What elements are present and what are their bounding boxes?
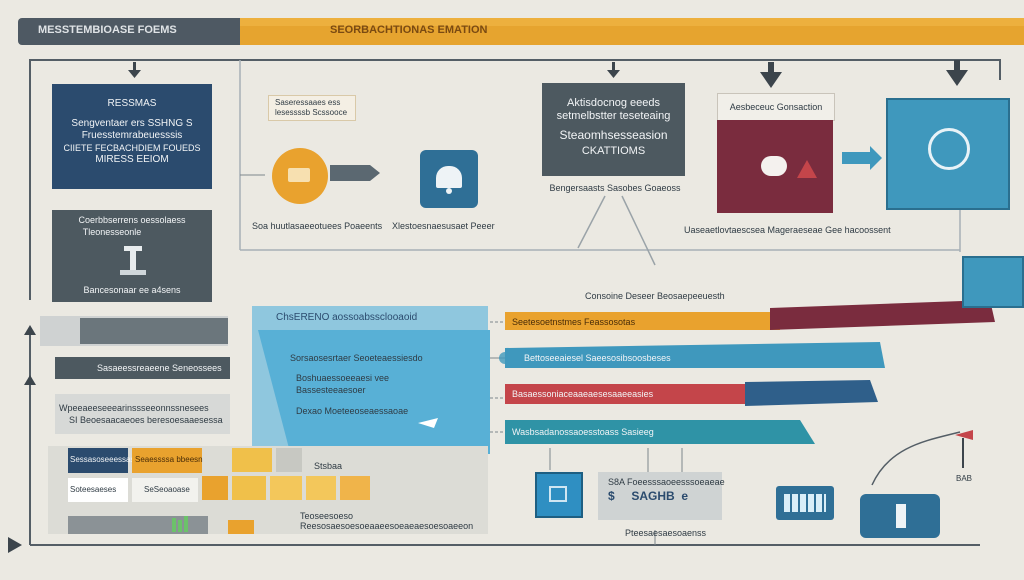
warning-icon [797,160,817,178]
grid-cell-label: Sessasoseeessas [70,455,135,464]
info-panel-line: Fruesstemrabeuesssis [81,130,183,141]
center-panel-line: Aktisdocnog eeeds [567,97,660,109]
note-card: Saseressaaes ess lesessssb Scssooce [268,95,356,121]
info-panel-line: MIRESS EEIOM [95,154,169,165]
flow-panel-item: Boshuaessoeeaesi vee [296,373,390,383]
grid-caption-line: Teoseesoeso [300,511,354,521]
bottom-caption: Pteesaesaesoaenss [625,528,707,538]
down-arrow-icon [128,60,968,88]
grid-cell-label: SeSeoaoase [144,485,190,494]
bar-label: Bettoseeaiesel Saeesosibsoosbeses [524,353,671,363]
list-item: Sasaeessreaeene Seneossees [55,357,230,379]
flow-panel-item: Sorsaosesrtaer Seoeteaessiesdo [290,353,423,363]
header-center-title: SEORBACHTIONAS EMATION [330,24,488,36]
red-panel-header: Aesbeceuc Gonsaction [717,93,835,121]
flow-panel-item: Bassesteeaesoer [296,385,366,395]
list-item-label: Wpeeaeeseeearinssseeonnssnesees [59,403,209,413]
grid-caption-line: Reesosaesoesoeaaeesoeaeaesoesoaeeon [300,521,474,531]
tool-panel-line: Tleonesseonle [82,227,142,237]
grid-cell [270,476,302,500]
arrow-tag-icon [330,165,380,181]
grid-cell [232,476,266,500]
center-panel-line: CKATTIOMS [581,145,646,157]
tool-panel-line: Coerbbserrens oessolaess [78,215,186,225]
grid-cell: Soteesaeses [68,478,128,502]
tools-icon [120,246,146,276]
center-panel-caption: Bengersaasts Sasobes Goaeoss [549,183,681,193]
red-panel-label: Aesbeceuc Gonsaction [729,102,823,112]
grid-cell-label: Seaessssa bbeesn [135,455,203,464]
stat-line: $ SAGHB e [608,489,689,503]
note-line: lesessssb Scssooce [275,108,348,117]
tool-panel: Coerbbserrens oessolaess Tleonesseonle B… [52,210,212,302]
grid-stat-label: Stsbaa [314,461,343,471]
info-panel-label: RESSMAS [107,98,157,109]
grid-cell [276,448,302,472]
tool-panel-caption: Bancesonaar ee a4sens [83,285,181,295]
monitor-icon [962,256,1024,308]
chart-icon [68,516,208,534]
bell-icon [420,150,478,208]
flow-panel-title: ChsERENO aossoabssclooaoid [276,312,418,323]
note-line: Saseressaaes ess [275,98,341,107]
grid-cell: Seaessssa bbeesn [132,448,203,473]
top-frame-line [29,59,1001,80]
flow-panel-item: Dexao Moeteeoseaessaoae [296,406,409,416]
header-left-title: MESSTEMBIOASE FOEMS [38,24,177,36]
red-panel-caption: Uaseaetlovtaescsea Mageraeseae Gee hacoo… [684,225,891,235]
header-left-bar [18,18,248,45]
grid-cell [340,476,370,500]
keyboard-icon [776,486,834,520]
grid-cell: Sessasoseeessas [68,448,134,473]
device-icon [535,472,583,518]
grid-cell [202,476,228,500]
grid-cell [228,520,254,534]
right-arrow-icon [842,146,882,170]
grid-cell [232,448,272,472]
list-item-label: SI Beoesaacaeoes beresoesaaesessa [69,415,223,425]
bar-label: Wasbsadanossaoesstoass Sasieeg [512,427,654,437]
strip-dark [80,318,228,344]
process-label-left: Soa huutlasaeeotuees Poaeents [252,221,383,231]
center-panel-line: setmelbstter teseteaing [556,110,671,122]
globe-icon [928,128,970,170]
info-panel-line: Sengventaer ers SSHNG S [71,118,193,129]
chat-icon [761,156,787,176]
tag-icon [272,148,328,204]
grid-cell: SeSeoaoase [132,478,198,502]
list-item-label: Sasaeessreaeene Seneossees [97,363,222,373]
stat-box: S8A Foeesssaoeesssoeaeae $ SAGHB e [598,472,725,520]
process-label-right: Xlestoesnaesusaet Peeer [392,221,495,231]
display-icon [860,494,940,538]
red-panel [717,120,833,213]
bar-label: Seetesoetnstmes Feassosotas [512,317,636,327]
center-panel: Aktisdocnog eeeds setmelbstter teseteain… [542,83,685,176]
flag-label: BAB [956,474,973,483]
flow-panel [258,330,490,454]
center-panel-line: Steaomhsesseasion [559,128,668,142]
grid-cell-label: Soteesaeses [70,485,117,494]
stat-line: S8A Foeesssaoeesssoeaeae [608,477,725,487]
flow-caption: Consoine Deseer Beosaepeeuesth [585,291,725,301]
list-item: Wpeeaeeseeearinssseeonnssnesees SI Beoes… [55,394,230,434]
process-bars [505,300,995,444]
bar-label: Basaessoniaceaaeaesesaaeeasies [512,389,654,399]
grid-cell [306,476,336,500]
info-panel: RESSMAS Sengventaer ers SSHNG S Fruesste… [52,84,212,189]
flag-pole [962,438,964,468]
pointer-icon [418,418,438,428]
flag-icon [955,430,973,440]
screen-panel [886,98,1010,210]
info-panel-line: CIIETE FECBACHDIEM FOUEDS [63,143,201,153]
